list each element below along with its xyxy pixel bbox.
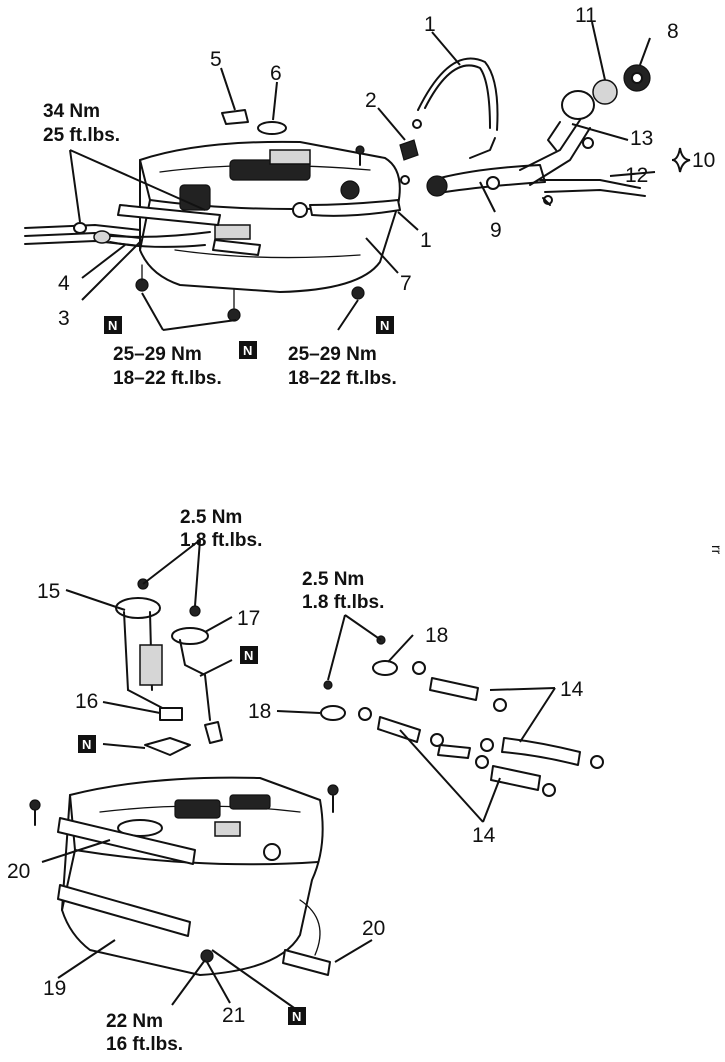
- n-mark-top-3: N: [376, 316, 394, 334]
- callout-17: 17: [237, 607, 260, 630]
- torque-25-right-ftlb: 18–22 ft.lbs.: [288, 368, 397, 389]
- callout-11: 11: [575, 4, 597, 27]
- bottom-assembly: 15 16 17 18 18 14 14 20 20 19 21 2.5 Nm …: [7, 507, 604, 1055]
- torque-22-nm: 22 Nm: [106, 1011, 163, 1032]
- top-leaders: [69, 21, 691, 331]
- tank-straps-bottom: [57, 817, 331, 976]
- page-edge-mark: rr: [709, 545, 725, 555]
- svg-text:N: N: [82, 737, 91, 752]
- svg-text:N: N: [243, 343, 252, 358]
- torque-25-right-nm: 25–29 Nm: [288, 344, 377, 365]
- torque-22-ftlb: 16 ft.lbs.: [106, 1034, 183, 1055]
- n-mark-bottom-2: N: [78, 735, 96, 753]
- top-assembly: 1 2 3 4 5 6 7 8 9 10 11 12 13 1 34 Nm 25…: [24, 4, 715, 389]
- callout-1b: 1: [420, 229, 432, 252]
- svg-text:N: N: [292, 1009, 301, 1024]
- torque-2-5-left-ftlb: 1.8 ft.lbs.: [180, 530, 262, 551]
- callout-15: 15: [37, 580, 60, 603]
- filler-hose-top: [309, 119, 646, 217]
- callout-13: 13: [630, 127, 653, 150]
- check-valves: [320, 635, 398, 721]
- hose-fittings-left: [73, 222, 211, 248]
- torque-2-5-left-nm: 2.5 Nm: [180, 507, 242, 528]
- fuel-tank-bottom: [61, 776, 324, 976]
- svg-text:N: N: [380, 318, 389, 333]
- callout-4: 4: [58, 272, 70, 295]
- pump-filter: [159, 707, 183, 721]
- callout-3: 3: [58, 307, 70, 330]
- breather-hose: [417, 57, 499, 131]
- n-mark-top-2: N: [239, 341, 257, 359]
- callout-20a: 20: [7, 860, 30, 883]
- callout-20b: 20: [362, 917, 385, 940]
- torque-34-nm: 34 Nm: [43, 101, 100, 122]
- sender-gasket: [144, 737, 191, 756]
- callout-9: 9: [490, 219, 502, 242]
- callout-8: 8: [667, 20, 679, 43]
- callout-12: 12: [625, 164, 648, 187]
- bottom-leaders: [41, 539, 556, 1011]
- fuel-level-sender: [171, 605, 223, 744]
- callout-6: 6: [270, 62, 282, 85]
- torque-34-ftlb: 25 ft.lbs.: [43, 125, 120, 146]
- callout-21: 21: [222, 1004, 245, 1027]
- callout-16: 16: [75, 690, 98, 713]
- callout-18b: 18: [248, 700, 271, 723]
- part-5: [221, 109, 249, 125]
- fuel-pump-unit: [115, 578, 171, 713]
- torque-25-left-nm: 25–29 Nm: [113, 344, 202, 365]
- callout-1a: 1: [424, 13, 436, 36]
- callout-14b: 14: [472, 824, 496, 847]
- callout-10: 10: [692, 149, 715, 172]
- torque-2-5-right-ftlb: 1.8 ft.lbs.: [302, 592, 384, 613]
- vapor-hoses: [358, 661, 604, 797]
- svg-text:N: N: [244, 648, 253, 663]
- callout-5: 5: [210, 48, 222, 71]
- callout-18a: 18: [425, 624, 448, 647]
- callout-7: 7: [400, 272, 412, 295]
- part-6: [257, 121, 287, 135]
- filler-neck-assembly: [547, 64, 651, 151]
- tank-straps-top: [117, 204, 261, 256]
- torque-25-left-ftlb: 18–22 ft.lbs.: [113, 368, 222, 389]
- n-mark-top-1: N: [104, 316, 122, 334]
- callout-14a: 14: [560, 678, 584, 701]
- torque-2-5-right-nm: 2.5 Nm: [302, 569, 364, 590]
- n-mark-bottom-3: N: [288, 1007, 306, 1025]
- drain-plug: [200, 949, 214, 963]
- hose-clamp: [399, 139, 419, 161]
- n-mark-bottom-1: N: [240, 646, 258, 664]
- svg-text:N: N: [108, 318, 117, 333]
- callout-2: 2: [365, 89, 377, 112]
- callout-19: 19: [43, 977, 66, 1000]
